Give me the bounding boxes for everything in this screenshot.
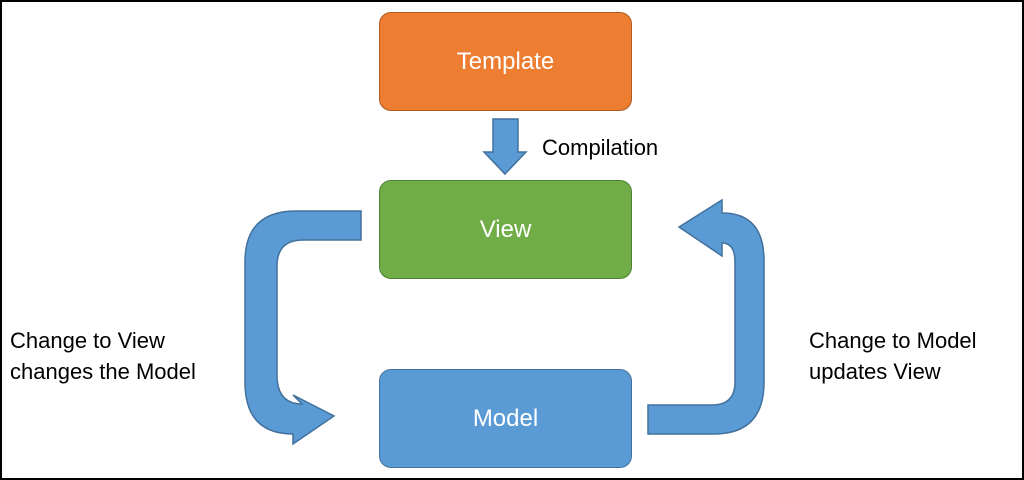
template-node: Template [379, 12, 632, 111]
model-to-view-label-line-1: Change to Model [809, 328, 977, 353]
view-node: View [379, 180, 632, 279]
model-to-view-label-line-2: updates View [809, 359, 941, 384]
view-to-model-arrow [244, 210, 362, 446]
model-node-label: Model [472, 404, 539, 432]
model-to-view-label: Change to Model updates View [809, 325, 1022, 387]
view-to-model-label-line-2: changes the Model [10, 359, 196, 384]
model-to-view-arrow [647, 198, 765, 435]
compilation-arrow [482, 118, 528, 176]
template-node-label: Template [456, 47, 555, 75]
view-to-model-label-line-1: Change to View [10, 328, 165, 353]
model-node: Model [379, 369, 632, 468]
compilation-label: Compilation [542, 135, 659, 160]
view-node-label: View [479, 215, 532, 243]
view-to-model-label: Change to View changes the Model [10, 325, 250, 387]
